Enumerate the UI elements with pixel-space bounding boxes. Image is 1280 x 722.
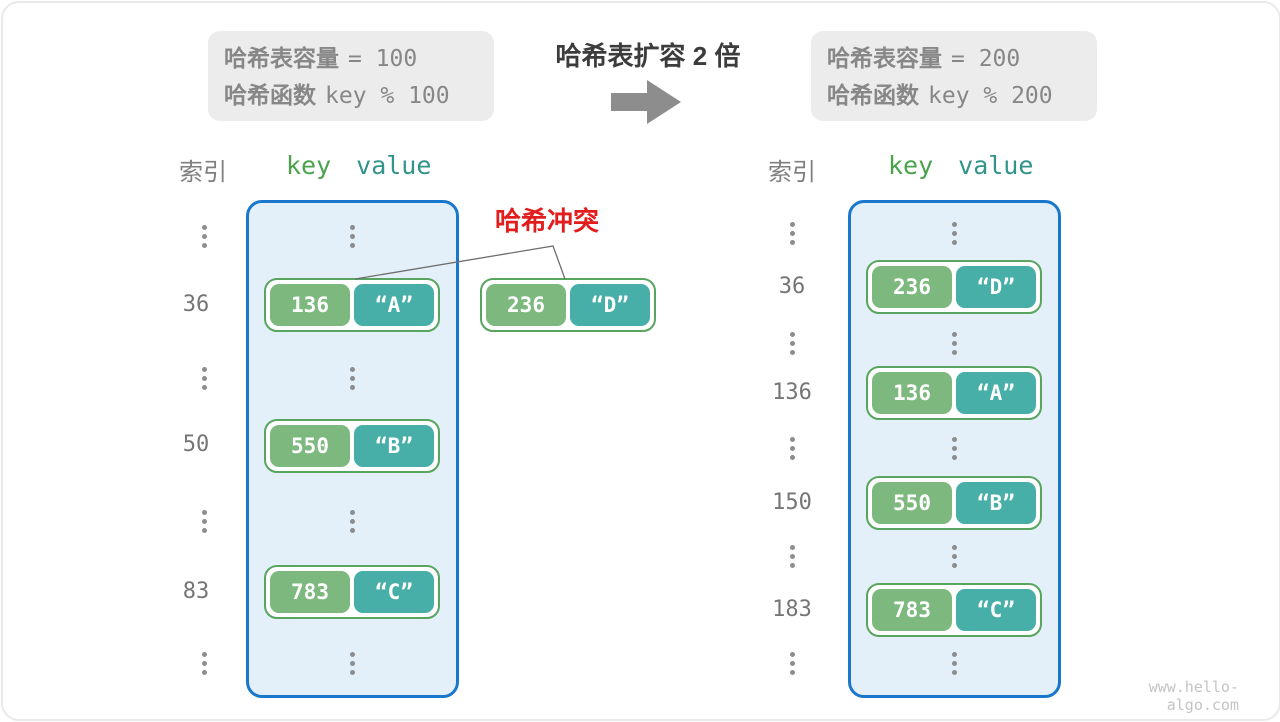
index-header-right: 索引 — [768, 159, 816, 186]
pair-value: “A” — [956, 372, 1036, 414]
capacity-line: 哈希表容量 = 100 — [224, 40, 494, 77]
capacity-label: 哈希表容量 — [827, 45, 942, 71]
watermark: www.hello-algo.com — [1148, 678, 1239, 714]
pair-136-A: 136 “A” — [866, 366, 1042, 420]
hash-collision-label: 哈希冲突 — [495, 206, 600, 236]
index-label: 150 — [772, 490, 812, 515]
index-label: 136 — [772, 380, 812, 405]
pair-136-A: 136 “A” — [264, 278, 440, 332]
pair-value: “D” — [956, 266, 1036, 308]
ellipsis-icon — [942, 545, 966, 568]
pair-value: “C” — [956, 589, 1036, 631]
pair-key: 783 — [270, 571, 350, 613]
right-arrow-icon — [611, 80, 681, 124]
ellipsis-icon — [942, 222, 966, 245]
ellipsis-icon — [780, 652, 804, 675]
ellipsis-icon — [942, 437, 966, 460]
ellipsis-icon — [780, 545, 804, 568]
ellipsis-icon — [192, 652, 216, 675]
ellipsis-icon — [780, 332, 804, 355]
pair-key: 550 — [872, 482, 952, 524]
ellipsis-icon — [942, 332, 966, 355]
key-value-header-right: key value — [888, 151, 1033, 180]
key-value-header-left: key value — [286, 151, 431, 180]
hash-function-label: 哈希函数 — [827, 82, 919, 108]
ellipsis-icon — [340, 652, 364, 675]
capacity-line: 哈希表容量 = 200 — [827, 40, 1097, 77]
pair-key: 236 — [872, 266, 952, 308]
capacity-value: = 100 — [348, 46, 418, 72]
hash-function-line: 哈希函数 key % 200 — [827, 77, 1097, 114]
ellipsis-icon — [192, 225, 216, 248]
index-label: 50 — [182, 432, 210, 457]
pair-236-D-colliding: 236 “D” — [480, 278, 656, 332]
pair-value: “D” — [570, 284, 650, 326]
ellipsis-icon — [192, 510, 216, 533]
pair-236-D: 236 “D” — [866, 260, 1042, 314]
hash-function-line: 哈希函数 key % 100 — [224, 77, 494, 114]
ellipsis-icon — [780, 222, 804, 245]
capacity-label: 哈希表容量 — [224, 45, 339, 71]
index-label: 36 — [182, 292, 210, 317]
pair-value: “C” — [354, 571, 434, 613]
value-header: value — [958, 151, 1034, 180]
ellipsis-icon — [192, 367, 216, 390]
ellipsis-icon — [340, 510, 364, 533]
ellipsis-icon — [340, 225, 364, 248]
pair-783-C: 783 “C” — [866, 583, 1042, 637]
key-header: key — [888, 151, 934, 180]
capacity-value: = 200 — [951, 46, 1021, 72]
index-label: 83 — [182, 579, 210, 604]
pair-key: 136 — [270, 284, 350, 326]
ellipsis-icon — [340, 367, 364, 390]
pair-value: “A” — [354, 284, 434, 326]
pair-783-C: 783 “C” — [264, 565, 440, 619]
ellipsis-icon — [780, 437, 804, 460]
index-header-left: 索引 — [179, 159, 227, 186]
pair-key: 136 — [872, 372, 952, 414]
key-header: key — [286, 151, 332, 180]
expansion-title: 哈希表扩容 2 倍 — [555, 41, 741, 71]
pair-550-B: 550 “B” — [866, 476, 1042, 530]
pair-550-B: 550 “B” — [264, 419, 440, 473]
index-label: 36 — [778, 274, 806, 299]
info-box-before: 哈希表容量 = 100 哈希函数 key % 100 — [208, 31, 494, 121]
pair-key: 550 — [270, 425, 350, 467]
pair-value: “B” — [354, 425, 434, 467]
ellipsis-icon — [942, 652, 966, 675]
pair-key: 236 — [486, 284, 566, 326]
value-header: value — [356, 151, 432, 180]
hash-function-value: key % 200 — [928, 83, 1053, 109]
info-box-after: 哈希表容量 = 200 哈希函数 key % 200 — [811, 31, 1097, 121]
pair-key: 783 — [872, 589, 952, 631]
pair-value: “B” — [956, 482, 1036, 524]
index-label: 183 — [772, 597, 812, 622]
hash-function-label: 哈希函数 — [224, 82, 316, 108]
hash-function-value: key % 100 — [325, 83, 450, 109]
